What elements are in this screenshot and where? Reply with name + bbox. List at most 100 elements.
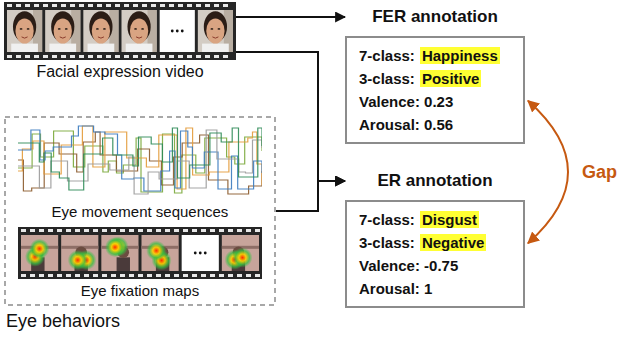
annotation-text: Valence: -0.75: [359, 257, 458, 274]
sprocket-hole: [88, 4, 93, 7]
sprocket-hole: [192, 274, 197, 277]
sprocket-hole: [93, 229, 98, 232]
video-node: Facial expression video: [4, 2, 236, 81]
film-strip: [4, 2, 236, 60]
frame-background: [61, 235, 98, 271]
sprocket-hole: [169, 4, 174, 7]
annotation-line: Valence: -0.75: [359, 254, 511, 277]
sprocket-hole: [246, 229, 251, 232]
sprocket-hole: [196, 4, 201, 7]
sprocket-hole: [156, 229, 161, 232]
ellipsis-dot: [204, 252, 207, 255]
frame-background: [142, 235, 179, 271]
eye: [20, 28, 23, 30]
sprocket-hole: [75, 274, 80, 277]
connector: [528, 101, 568, 243]
eye-movement-plot: [18, 122, 262, 200]
annotation-line: 7-class: Happiness: [359, 44, 511, 67]
shirt: [202, 44, 229, 52]
shirt: [49, 44, 76, 52]
fixation-heat: [232, 248, 252, 268]
mouth: [98, 37, 104, 38]
shirt: [126, 44, 153, 52]
face: [206, 18, 224, 43]
eye: [211, 28, 214, 30]
sprocket-hole: [30, 274, 35, 277]
sprocket-hole: [111, 229, 116, 232]
sprocket-hole: [79, 55, 84, 58]
highlighted-class: Disgust: [420, 211, 479, 228]
fixation-heat: [29, 239, 49, 259]
annotation-text: 7-class:: [359, 211, 415, 228]
fixation-heat: [146, 241, 166, 261]
annotation-text: 3-class:: [359, 234, 415, 251]
sprocket-hole: [138, 229, 143, 232]
frame-background: [122, 10, 157, 52]
sprocket-hole: [115, 55, 120, 58]
ellipsis-dot: [199, 252, 202, 255]
sprocket-hole: [97, 55, 102, 58]
sprocket-hole: [246, 274, 251, 277]
sprocket-hole: [97, 4, 102, 7]
sprocket-hole: [25, 55, 30, 58]
eye-movement-trace: [18, 131, 262, 193]
sprocket-hole: [16, 55, 21, 58]
sprocket-hole: [201, 229, 206, 232]
sprocket-hole: [174, 229, 179, 232]
annotation-line: 7-class: Disgust: [359, 208, 511, 231]
sprocket-hole: [228, 229, 233, 232]
eye-movement-trace: [18, 126, 262, 189]
ellipsis-frame: [182, 235, 219, 271]
sprocket-hole: [151, 4, 156, 7]
sprocket-hole: [25, 4, 30, 7]
sprocket-hole: [57, 229, 62, 232]
sprocket-hole: [160, 4, 165, 7]
sprocket-hole: [66, 274, 71, 277]
sprocket-hole: [43, 4, 48, 7]
sprocket-hole: [129, 229, 134, 232]
sprocket-hole: [237, 274, 242, 277]
sprocket-hole: [142, 4, 147, 7]
sprocket-hole: [79, 4, 84, 7]
sprocket-hole: [120, 274, 125, 277]
annotation-box: 7-class:Disgust3-class:NegativeValence: …: [345, 200, 525, 308]
eye-movement-trace: [18, 128, 262, 190]
ellipsis-dot: [176, 30, 179, 33]
sprocket-hole: [214, 4, 219, 7]
eye: [27, 28, 30, 30]
annotation-box: 7-class:Happiness3-class:PositiveValence…: [345, 36, 525, 144]
ellipsis-frame: [160, 10, 195, 52]
sprocket-hole: [178, 4, 183, 7]
frame-background: [45, 10, 80, 52]
film-strip: [18, 227, 262, 279]
mouth: [212, 37, 218, 38]
sprocket-hole: [48, 274, 53, 277]
connector: [276, 181, 345, 211]
sprocket-hole: [133, 55, 138, 58]
sprocket-hole: [21, 274, 26, 277]
edge-label: Gap: [580, 161, 619, 183]
highlighted-class: Positive: [420, 70, 482, 87]
sprocket-hole: [187, 55, 192, 58]
sprocket-hole: [219, 229, 224, 232]
annotation-text: 3-class:: [359, 70, 415, 87]
annotation-text: 7-class:: [359, 47, 415, 64]
caption: Eye movement sequences: [18, 203, 262, 221]
frame-background: [222, 235, 259, 271]
annotation-line: 3-class: Positive: [359, 67, 511, 90]
sprocket-hole: [205, 55, 210, 58]
sprocket-hole: [106, 55, 111, 58]
sprocket-hole: [165, 274, 170, 277]
ellipsis-dot: [171, 30, 174, 33]
mouth: [136, 37, 142, 38]
sprocket-hole: [52, 55, 57, 58]
sprocket-hole: [115, 4, 120, 7]
sprocket-hole: [129, 274, 134, 277]
highlighted-class: Happiness: [420, 47, 500, 64]
eye-behavior-group: Eye behaviorsEye movement sequencesEye f…: [4, 116, 276, 332]
plot-background: [18, 122, 262, 200]
sprocket-hole: [142, 55, 147, 58]
sprocket-hole: [16, 4, 21, 7]
eye: [141, 28, 144, 30]
sprocket-hole: [187, 4, 192, 7]
